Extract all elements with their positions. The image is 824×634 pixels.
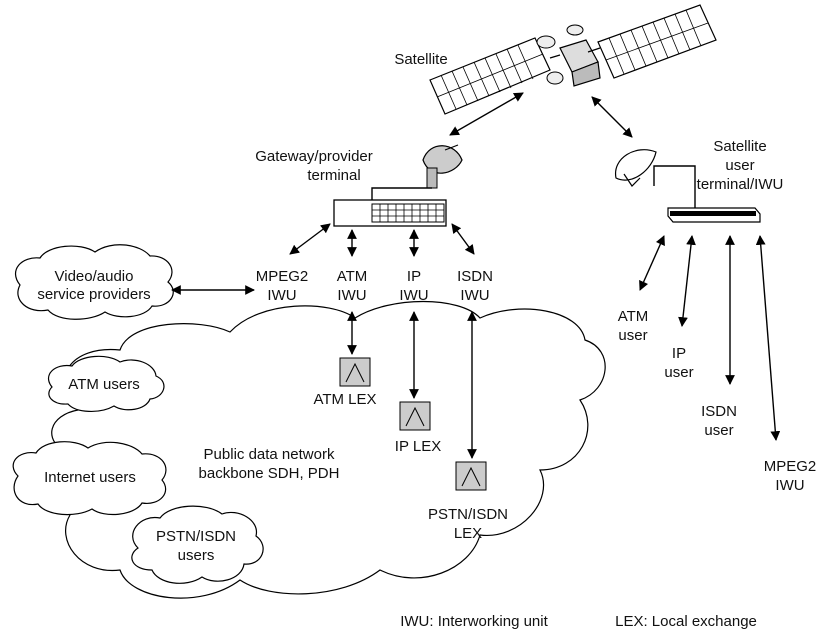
ip-iwu-label-line1: IP [407, 268, 421, 285]
video-provider-cloud [14, 244, 174, 320]
atm-users-cloud [47, 355, 165, 412]
legend-iwu: IWU: Interworking unit [400, 613, 548, 630]
connection-arrows [171, 92, 781, 459]
ip-lex-icon [399, 401, 431, 431]
atm-users-label: ATM users [68, 376, 139, 393]
gateway-dish-icon [371, 144, 463, 200]
atm-user-label-line1: ATM [618, 308, 649, 325]
satellite-icon [429, 4, 717, 115]
satellite-label: Satellite [394, 51, 447, 68]
atm-iwu-label-line2: IWU [337, 287, 366, 304]
mpeg2-user-label-line1: MPEG2 [764, 458, 817, 475]
sat-user-label-line3: terminal/IWU [697, 176, 784, 193]
gateway-label-line2: terminal [307, 167, 360, 184]
terminal-atm-user-link [639, 235, 665, 291]
ip-lex-label: IP LEX [395, 438, 441, 455]
pstn-lex-label-line2: LEX [454, 525, 482, 542]
isdn-user-label-line2: user [704, 422, 733, 439]
isdn-iwu-label-line2: IWU [460, 287, 489, 304]
sat-user-label-line2: user [725, 157, 754, 174]
user-dish-icon [615, 149, 696, 208]
user-terminal-icon [667, 207, 761, 223]
terminal-ip-user-link [678, 235, 696, 327]
sat-user-label-line1: Satellite [713, 138, 766, 155]
video-provider-label-line2: service providers [37, 286, 150, 303]
pstn-lex-label-line1: PSTN/ISDN [428, 506, 508, 523]
backbone-label-line1: Public data network [204, 446, 335, 463]
backbone-label-line2: backbone SDH, PDH [199, 465, 340, 482]
legend-lex: LEX: Local exchange [615, 613, 757, 630]
gateway-isdn-link [451, 223, 475, 255]
gateway-satellite-link [449, 92, 524, 136]
internet-users-cloud [12, 441, 167, 516]
atm-iwu-label-line1: ATM [337, 268, 368, 285]
gateway-label-line1: Gateway/provider [255, 148, 373, 165]
pstn-users-label-line1: PSTN/ISDN [156, 528, 236, 545]
isdn-iwu-label-line1: ISDN [457, 268, 493, 285]
atm-lex-label: ATM LEX [313, 391, 376, 408]
mpeg2-iwu-label-line2: IWU [267, 287, 296, 304]
video-provider-label-line1: Video/audio [55, 268, 134, 285]
ip-iwu-label-line2: IWU [399, 287, 428, 304]
mpeg2-user-label-line2: IWU [775, 477, 804, 494]
ip-user-label-line1: IP [672, 345, 686, 362]
internet-users-label: Internet users [44, 469, 136, 486]
ip-user-label-line2: user [664, 364, 693, 381]
user-satellite-link [591, 96, 633, 138]
terminal-mpeg2-link [755, 235, 781, 441]
atm-user-label-line2: user [618, 327, 647, 344]
mpeg2-iwu-label-line1: MPEG2 [256, 268, 309, 285]
pstn-users-cloud [131, 505, 264, 584]
isdn-user-label-line1: ISDN [701, 403, 737, 420]
gateway-mpeg2-link [289, 223, 331, 255]
gateway-terminal-icon [333, 199, 447, 227]
pstn-lex-icon [455, 461, 487, 491]
labels: Satellite Gateway/provider terminal Sate… [37, 51, 816, 630]
pstn-users-label-line2: users [178, 547, 215, 564]
atm-lex-icon [339, 357, 371, 387]
